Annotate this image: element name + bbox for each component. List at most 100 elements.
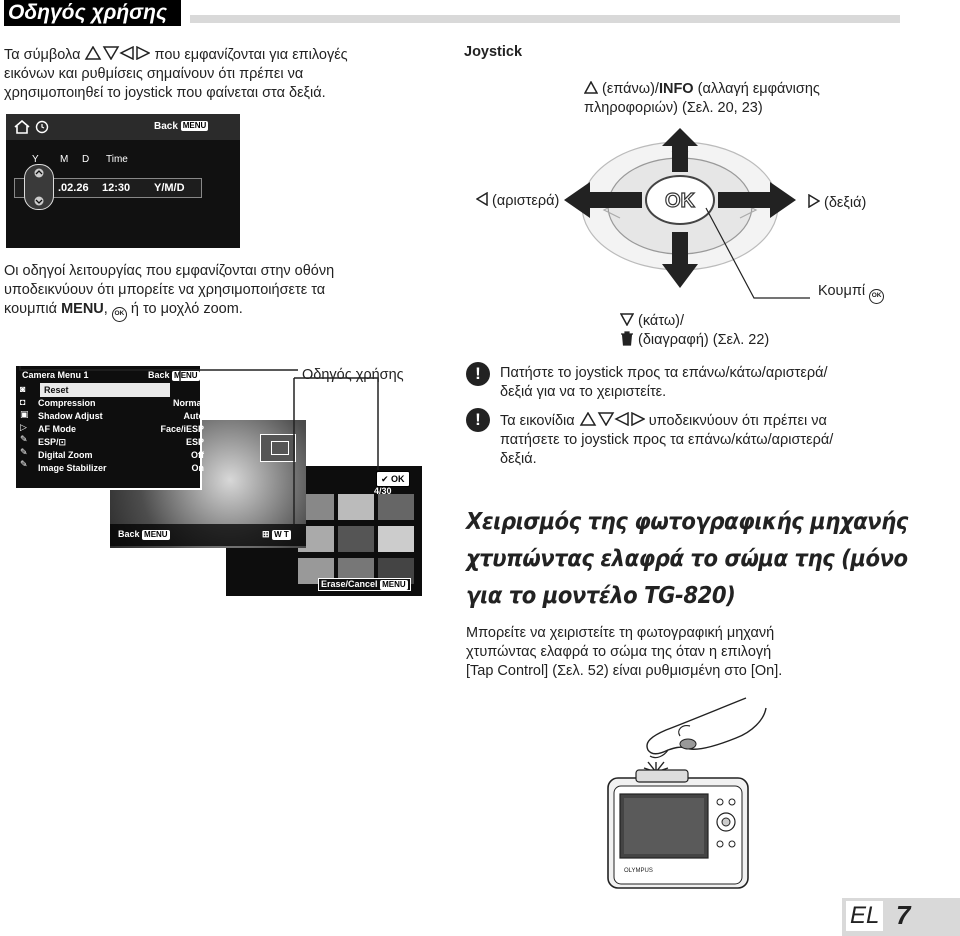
down-triangle-icon	[619, 313, 635, 327]
menu-row-compression[interactable]: Compression Normal	[38, 398, 204, 411]
up-triangle-icon	[583, 80, 599, 94]
joystick-up-caption: (επάνω)/INFO (αλλαγή εμφάνισης πληροφορι…	[583, 80, 820, 118]
tap-camera-illustration: OLYMPUS	[607, 697, 767, 889]
back-label: Back	[148, 370, 170, 380]
section-heading-line-2: χτυπώντας ελαφρά το σώμα της (μόνο	[466, 546, 908, 572]
menu-row-af-mode[interactable]: AF Mode Face/iESP	[38, 424, 204, 437]
date-field-row	[14, 178, 202, 198]
left-triangle-icon	[475, 191, 488, 207]
menu-row-label: Reset	[44, 385, 69, 395]
up-desc-2: πληροφοριών) (Σελ. 20, 23)	[584, 100, 763, 116]
up-label: (επάνω)/	[602, 81, 659, 97]
image-counter: 4/30	[374, 486, 392, 496]
menu-button-label[interactable]: MENU	[380, 579, 408, 590]
menu-row-esp[interactable]: ESP/⊡ ESP	[38, 437, 204, 450]
ok-button-caption: Κουμπί OK	[818, 282, 885, 304]
up-desc: (αλλαγή εμφάνισης	[697, 81, 820, 97]
col-month: M	[60, 154, 69, 165]
menu-row-value: Face/iESP	[160, 424, 204, 434]
camera-menu-screen: Camera Menu 1 Back MENU ◙ ◘ ▣ ▷ ✎ ✎ ✎ Re…	[14, 364, 204, 490]
menu-row-image-stabilizer[interactable]: Image Stabilizer On	[38, 463, 204, 476]
warning-icon: !	[466, 408, 490, 432]
note-1-line-2: δεξιά για να το χειριστείτε.	[500, 384, 667, 400]
header-rule	[190, 15, 900, 23]
thumbnail[interactable]	[338, 526, 374, 552]
guide-leader-lines	[19, 366, 379, 524]
col-year: Y	[32, 154, 39, 165]
menu-button-label[interactable]: MENU	[142, 529, 170, 540]
menu-word: MENU	[61, 301, 104, 317]
section-heading-line-3: για το μοντέλο TG-820)	[466, 583, 736, 609]
setup-icon[interactable]: ✎	[20, 434, 28, 444]
erase-cancel-guide: Erase/Cancel MENU	[318, 578, 411, 591]
zoom-lever-icon: ⊞	[262, 529, 270, 539]
intro-line-3: χρησιμοποιηθεί το joystick που φαίνεται …	[4, 85, 326, 101]
menu-button-label[interactable]: MENU	[172, 370, 200, 381]
playback-icon[interactable]: ▷	[20, 421, 27, 432]
camera-icon[interactable]: ◘	[20, 396, 26, 407]
camera-icon[interactable]: ◙	[20, 384, 26, 394]
trash-icon	[621, 331, 633, 346]
svg-text:OK: OK	[665, 190, 696, 212]
menu-tab-icons: ◙ ◘ ▣ ▷ ✎ ✎ ✎	[20, 383, 34, 471]
guides-line-3a: κουμπιά	[4, 301, 58, 317]
movie-icon[interactable]: ▣	[20, 409, 29, 419]
joystick-down-caption: (κάτω)/ (διαγραφή) (Σελ. 22)	[619, 312, 770, 350]
erase-cancel-label: Erase/Cancel	[321, 579, 378, 589]
col-time: Time	[106, 154, 128, 165]
zoom-wt-label[interactable]: W T	[272, 529, 291, 540]
menu-row-reset[interactable]: Reset	[38, 385, 204, 398]
direction-icons	[84, 45, 152, 63]
section-body: Μπορείτε να χειριστείτε τη φωτογραφική μ…	[466, 624, 782, 681]
joystick-left-caption: (αριστερά)	[475, 191, 560, 211]
direction-icons	[579, 411, 646, 427]
section-body-line-2: χτυπώντας ελαφρά το σώμα της όταν η επιλ…	[466, 644, 772, 660]
menu-row-label: Compression	[38, 398, 96, 408]
menu-row-shadow-adjust[interactable]: Shadow Adjust Auto	[38, 411, 204, 424]
section-heading-line-1: Χειρισμός της φωτογραφικής μηχανής	[466, 509, 908, 535]
menu-button-label[interactable]: MENU	[180, 121, 209, 132]
menu-row-label: Digital Zoom	[38, 450, 93, 460]
comma: ,	[103, 301, 108, 317]
setup-icon[interactable]: ✎	[20, 459, 28, 469]
guides-line-3d: ή το μοχλό zoom.	[130, 301, 243, 317]
warning-icon: !	[466, 362, 490, 386]
ok-check-button[interactable]: ✔ OK	[376, 470, 410, 487]
zoom-preview	[260, 434, 296, 462]
ok-button-icon: OK	[869, 289, 885, 304]
intro-line-1b: που εμφανίζονται για επιλογές	[154, 47, 348, 63]
menu-row-digital-zoom[interactable]: Digital Zoom Off	[38, 450, 204, 463]
setup-icon[interactable]: ✎	[20, 446, 28, 457]
guides-line-2: υποδεικνύουν ότι μπορείτε να χρησιμοποιή…	[4, 282, 326, 298]
chevron-down-icon[interactable]	[32, 196, 46, 206]
home-icon	[14, 120, 30, 134]
back-label: Back	[154, 121, 178, 132]
chevron-up-icon[interactable]	[32, 168, 46, 178]
menu-row-value: Normal	[172, 398, 204, 408]
screen-bottombar	[110, 524, 306, 546]
intro-line-2: εικόνων και ρυθμίσεις σημαίνουν ότι πρέπ…	[4, 66, 304, 82]
ok-label: OK	[391, 473, 405, 484]
time-value: 12:30	[102, 182, 131, 194]
menu-row-label: ESP/	[38, 437, 59, 447]
right-triangle-icon	[808, 193, 821, 209]
joystick-diagram: OK	[564, 128, 810, 299]
menu-row-label: Shadow Adjust	[38, 411, 103, 421]
menu-title: Camera Menu 1	[22, 370, 89, 380]
thumbnail[interactable]	[378, 526, 414, 552]
down-label: (κάτω)/	[638, 313, 685, 329]
page-number: 7	[896, 900, 911, 930]
menu-row-label: Image Stabilizer	[38, 463, 107, 473]
thumbnail[interactable]	[338, 494, 374, 520]
svg-text:OLYMPUS: OLYMPUS	[624, 868, 653, 874]
thumbnail[interactable]	[378, 494, 414, 520]
note-2-line-1b: υποδεικνύουν ότι πρέπει να	[648, 413, 827, 429]
intro-text: Τα σύμβολα που εμφανίζονται για επιλογές…	[4, 45, 444, 103]
down-desc: (διαγραφή) (Σελ. 22)	[638, 332, 770, 348]
guide-label: Οδηγός χρήσης	[302, 367, 404, 383]
menu-row-value: Off	[191, 450, 204, 460]
left-label: (αριστερά)	[492, 193, 560, 209]
clock-icon	[35, 120, 49, 134]
note-2: Τα εικονίδια υποδεικνύουν ότι πρέπει να …	[500, 411, 833, 469]
section-body-line-1: Μπορείτε να χειριστείτε τη φωτογραφική μ…	[466, 625, 775, 641]
